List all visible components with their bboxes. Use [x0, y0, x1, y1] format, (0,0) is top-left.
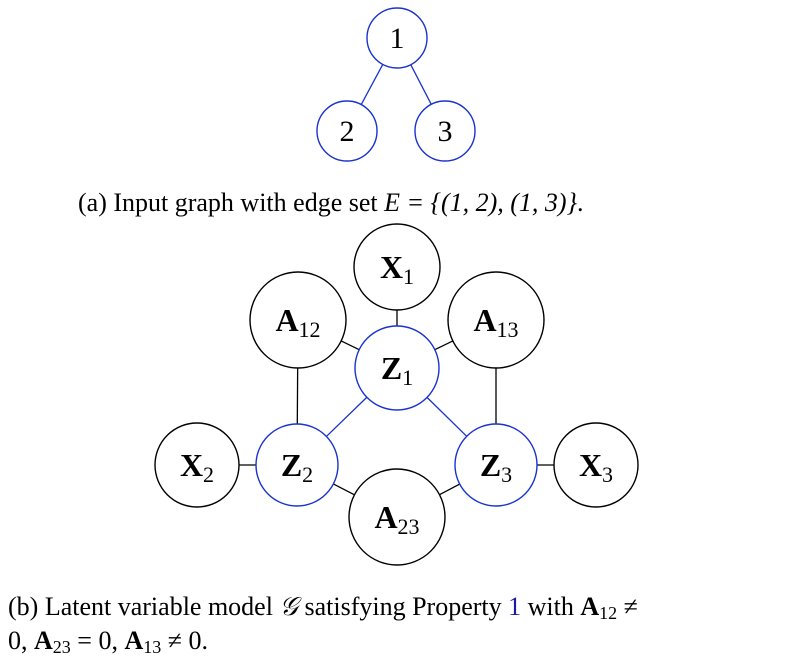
node-1-circle	[366, 7, 428, 69]
caption-b-a12-rel: ≠	[617, 592, 638, 621]
edge-A23-Z3	[439, 483, 461, 496]
node-X1: X1	[353, 223, 441, 311]
node-A13-circle	[447, 271, 545, 369]
caption-b-with: with	[521, 592, 581, 621]
caption-a-edge-set: E = {(1, 2), (1, 3)}	[384, 188, 577, 217]
node-X1-label: X1	[380, 249, 414, 289]
caption-b-a12-sub: 12	[599, 603, 618, 623]
node-2-circle	[316, 100, 378, 162]
node-A12-label: A12	[275, 302, 320, 342]
caption-b-model-symbol: 𝒢	[279, 592, 298, 621]
node-A23-label: A23	[374, 499, 419, 539]
node-2-label: 2	[340, 115, 355, 148]
node-Z3-circle	[454, 423, 538, 507]
caption-a-text: (a) Input graph with edge set	[78, 188, 385, 217]
caption-a-period: .	[576, 188, 584, 217]
node-X2-circle	[154, 422, 240, 508]
node-X1-circle	[353, 223, 441, 311]
node-A13-label: A13	[473, 302, 518, 342]
caption-b-a13-sub: 13	[143, 637, 162, 657]
caption-b-a23-rel: = 0,	[70, 626, 125, 655]
node-3: 3	[414, 100, 476, 162]
property-reference-link[interactable]: 1	[508, 592, 522, 621]
input-graph: 1 2 3	[316, 7, 476, 162]
caption-b-text: (b) Latent variable model	[8, 592, 280, 621]
caption-b: (b) Latent variable model 𝒢 satisfying P…	[8, 590, 638, 658]
caption-b-a23: A	[34, 626, 53, 655]
node-3-circle	[414, 100, 476, 162]
node-A23: A23	[348, 468, 446, 566]
node-A13: A13	[447, 271, 545, 369]
edge-1-2	[360, 64, 384, 105]
caption-b-text-mid: satisfying Property	[297, 592, 509, 621]
input-graph-edges	[360, 64, 432, 105]
caption-b-line-2: 0, A23 = 0, A13 ≠ 0.	[8, 624, 638, 658]
edge-1-3	[410, 64, 432, 105]
node-X2: X2	[154, 422, 240, 508]
node-A12: A12	[249, 271, 347, 369]
edge-Z1-Z2	[325, 396, 368, 437]
model-edges	[239, 310, 554, 496]
node-Z3-label: Z3	[480, 447, 512, 487]
node-1: 1	[366, 7, 428, 69]
node-1-label: 1	[390, 22, 405, 55]
node-X3-circle	[553, 422, 639, 508]
node-Z1: Z1	[354, 325, 440, 411]
node-Z2-circle	[255, 423, 339, 507]
caption-a: (a) Input graph with edge set E = {(1, 2…	[78, 186, 583, 220]
caption-b-a12: A	[580, 592, 600, 621]
edge-A12-Z1	[340, 340, 360, 351]
edge-A13-Z1	[434, 340, 454, 351]
node-X2-label: X2	[180, 447, 214, 487]
node-Z1-label: Z1	[381, 350, 413, 390]
caption-b-a13: A	[124, 626, 144, 655]
node-Z1-circle	[354, 325, 440, 411]
caption-b-a23-sub: 23	[52, 637, 71, 657]
node-X3: X3	[553, 422, 639, 508]
node-A23-circle	[348, 468, 446, 566]
caption-b-line-1: (b) Latent variable model 𝒢 satisfying P…	[8, 590, 638, 624]
node-A12-circle	[249, 271, 347, 369]
node-X3-label: X3	[579, 447, 613, 487]
node-Z3: Z3	[454, 423, 538, 507]
caption-b-a13-rel: ≠ 0.	[161, 626, 209, 655]
node-Z2-label: Z2	[281, 447, 313, 487]
node-Z2: Z2	[255, 423, 339, 507]
edge-Z1-Z3	[426, 396, 468, 437]
edge-A23-Z2	[333, 483, 355, 496]
node-3-label: 3	[438, 115, 453, 148]
caption-b-line2-start: 0,	[8, 626, 34, 655]
node-2: 2	[316, 100, 378, 162]
